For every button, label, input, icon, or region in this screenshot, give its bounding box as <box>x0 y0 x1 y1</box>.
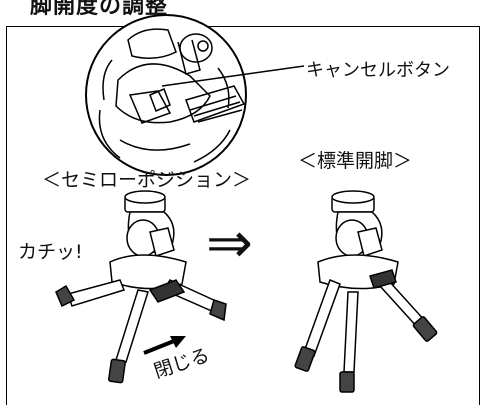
box-border-top <box>6 26 480 27</box>
click-sound-label: カチッ! <box>18 241 83 263</box>
section-title: 脚開度の調整 <box>30 0 169 19</box>
tripod-standard <box>294 190 438 393</box>
standard-spread-heading: ＜標準開脚＞ <box>298 150 413 172</box>
close-direction-arrowhead <box>170 336 186 348</box>
transition-arrow-icon: ⇒ <box>206 211 253 276</box>
close-direction-arrow <box>143 339 175 355</box>
tripod-semi-low <box>55 190 227 384</box>
detail-magnifier <box>85 14 247 176</box>
semi-low-heading: ＜セミローポジション＞ <box>42 169 252 191</box>
callout-leader-line <box>161 65 305 87</box>
box-border-right <box>479 26 480 405</box>
box-border-left <box>6 26 7 405</box>
section-header: 脚開度の調整 <box>0 0 486 30</box>
cancel-button-callout: キャンセルボタン <box>306 60 450 81</box>
